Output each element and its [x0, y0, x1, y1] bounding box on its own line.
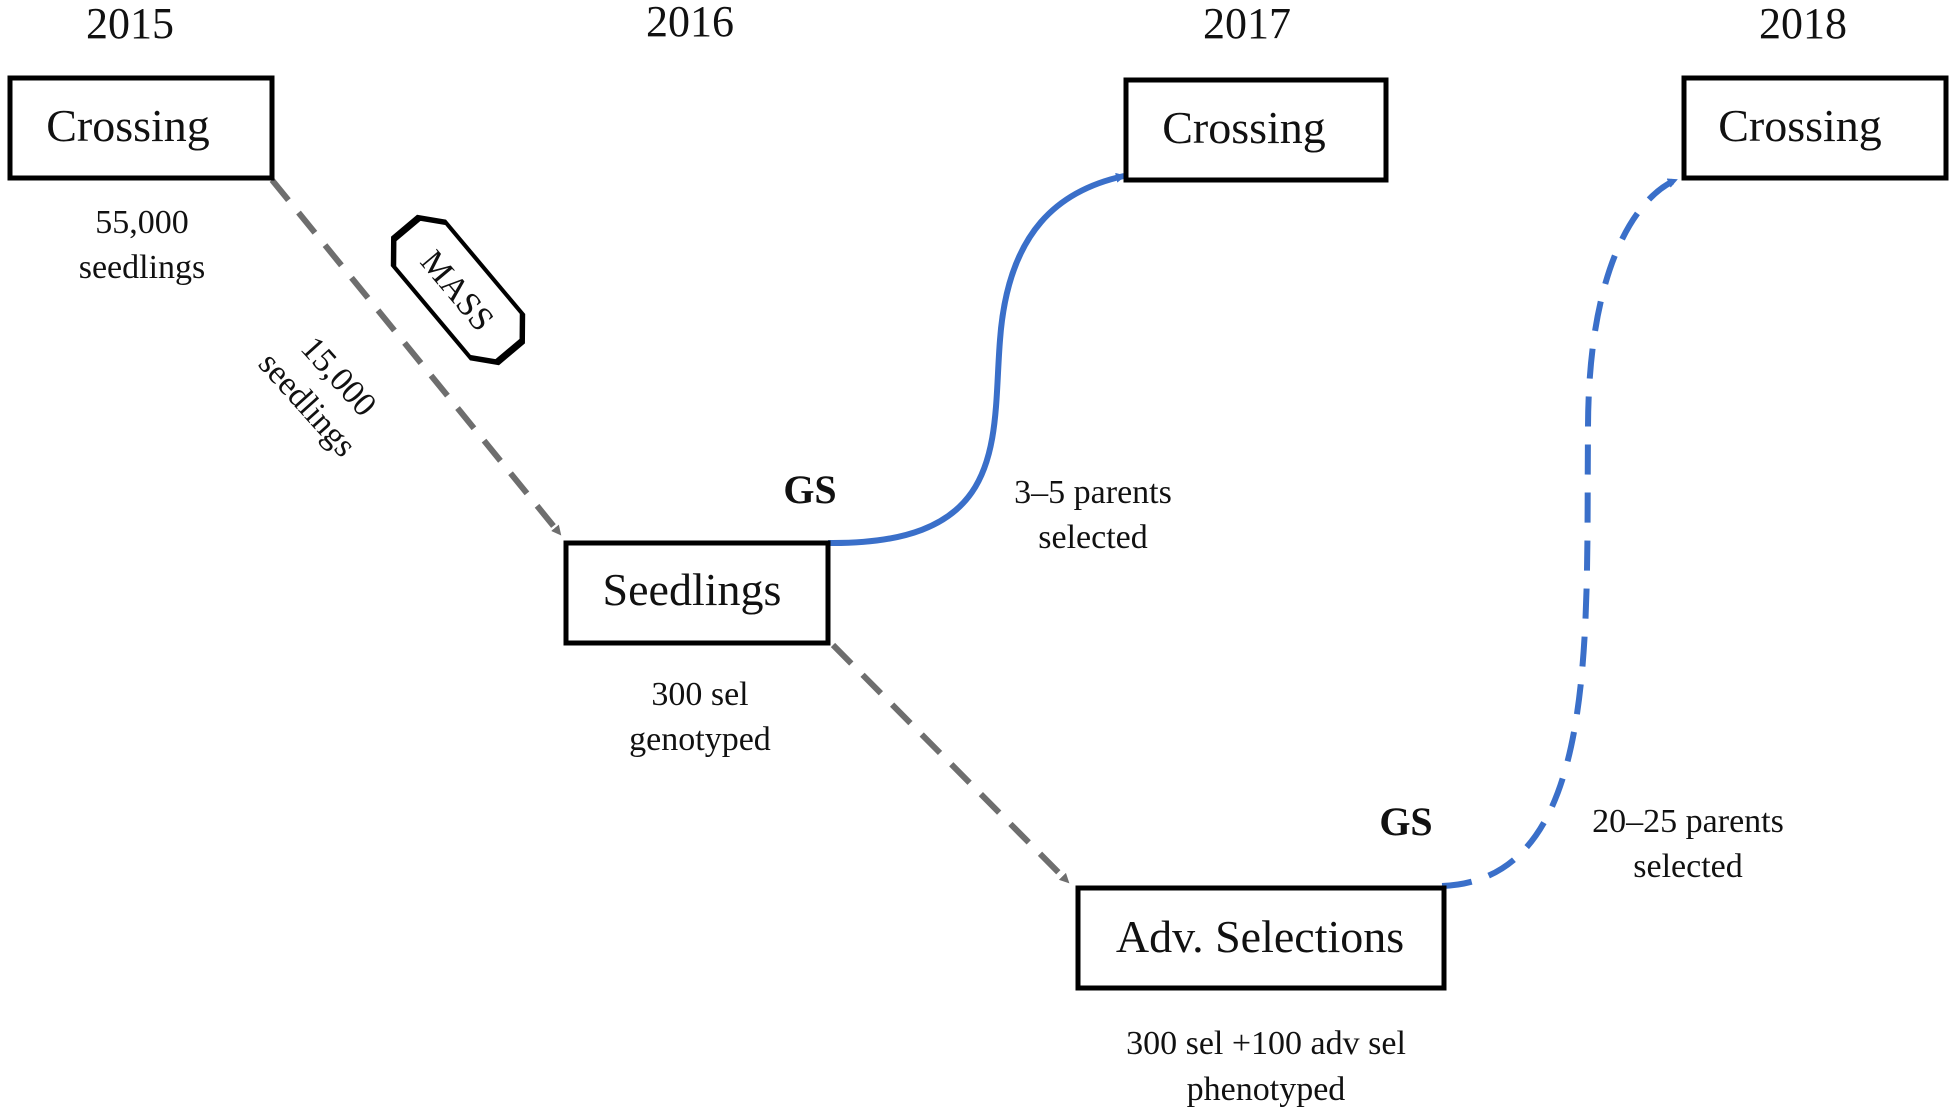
- arrow-seedlings-to-crossing-2017: [827, 172, 1126, 547]
- note-line: selected: [1038, 519, 1148, 556]
- note-line: genotyped: [629, 721, 771, 758]
- note-3-5-parents-selected: 3–5 parents selected: [1014, 474, 1172, 556]
- note-300-sel-genotyped: 300 sel genotyped: [629, 676, 771, 758]
- note-line: phenotyped: [1187, 1071, 1346, 1108]
- note-line: 300 sel: [651, 676, 748, 713]
- year-2015: 2015: [86, 0, 174, 48]
- note-line: 20–25 parents: [1592, 803, 1784, 840]
- arrow-crossing-to-seedlings: [269, 178, 563, 536]
- year-2016: 2016: [646, 0, 734, 46]
- box-label: Crossing: [1162, 102, 1326, 153]
- note-line: 3–5 parents: [1014, 474, 1172, 511]
- arrow-seedlings-to-adv-selections: [830, 642, 1071, 885]
- note-line: 55,000: [95, 204, 189, 241]
- box-crossing-2015: Crossing: [7, 75, 275, 181]
- note-300-sel-100-adv-sel-phenotyped: 300 sel +100 adv sel phenotyped: [1126, 1025, 1406, 1108]
- note-line: seedlings: [79, 249, 206, 286]
- box-adv-selections: Adv. Selections: [1075, 885, 1447, 991]
- gs-label-seedlings: GS: [783, 467, 836, 512]
- note-line: selected: [1633, 848, 1743, 885]
- gs-label-adv-selections: GS: [1379, 799, 1432, 844]
- note-55000-seedlings: 55,000 seedlings: [79, 204, 206, 286]
- box-crossing-2017: Crossing: [1123, 77, 1389, 183]
- year-2018: 2018: [1759, 0, 1847, 48]
- box-label: Crossing: [1718, 100, 1882, 151]
- box-label: Seedlings: [603, 564, 782, 615]
- box-label: Crossing: [46, 100, 210, 151]
- note-15000-seedlings: 15,000 seedlings: [251, 330, 383, 465]
- box-crossing-2018: Crossing: [1681, 75, 1949, 181]
- note-20-25-parents-selected: 20–25 parents selected: [1592, 803, 1784, 885]
- year-2017: 2017: [1203, 0, 1291, 48]
- note-line: 300 sel +100 adv sel: [1126, 1025, 1406, 1062]
- mass-label-shape: MASS: [390, 214, 526, 366]
- arrow-adv-selections-to-crossing-2018: [1441, 177, 1678, 889]
- box-seedlings: Seedlings: [563, 540, 831, 646]
- box-label: Adv. Selections: [1116, 911, 1404, 962]
